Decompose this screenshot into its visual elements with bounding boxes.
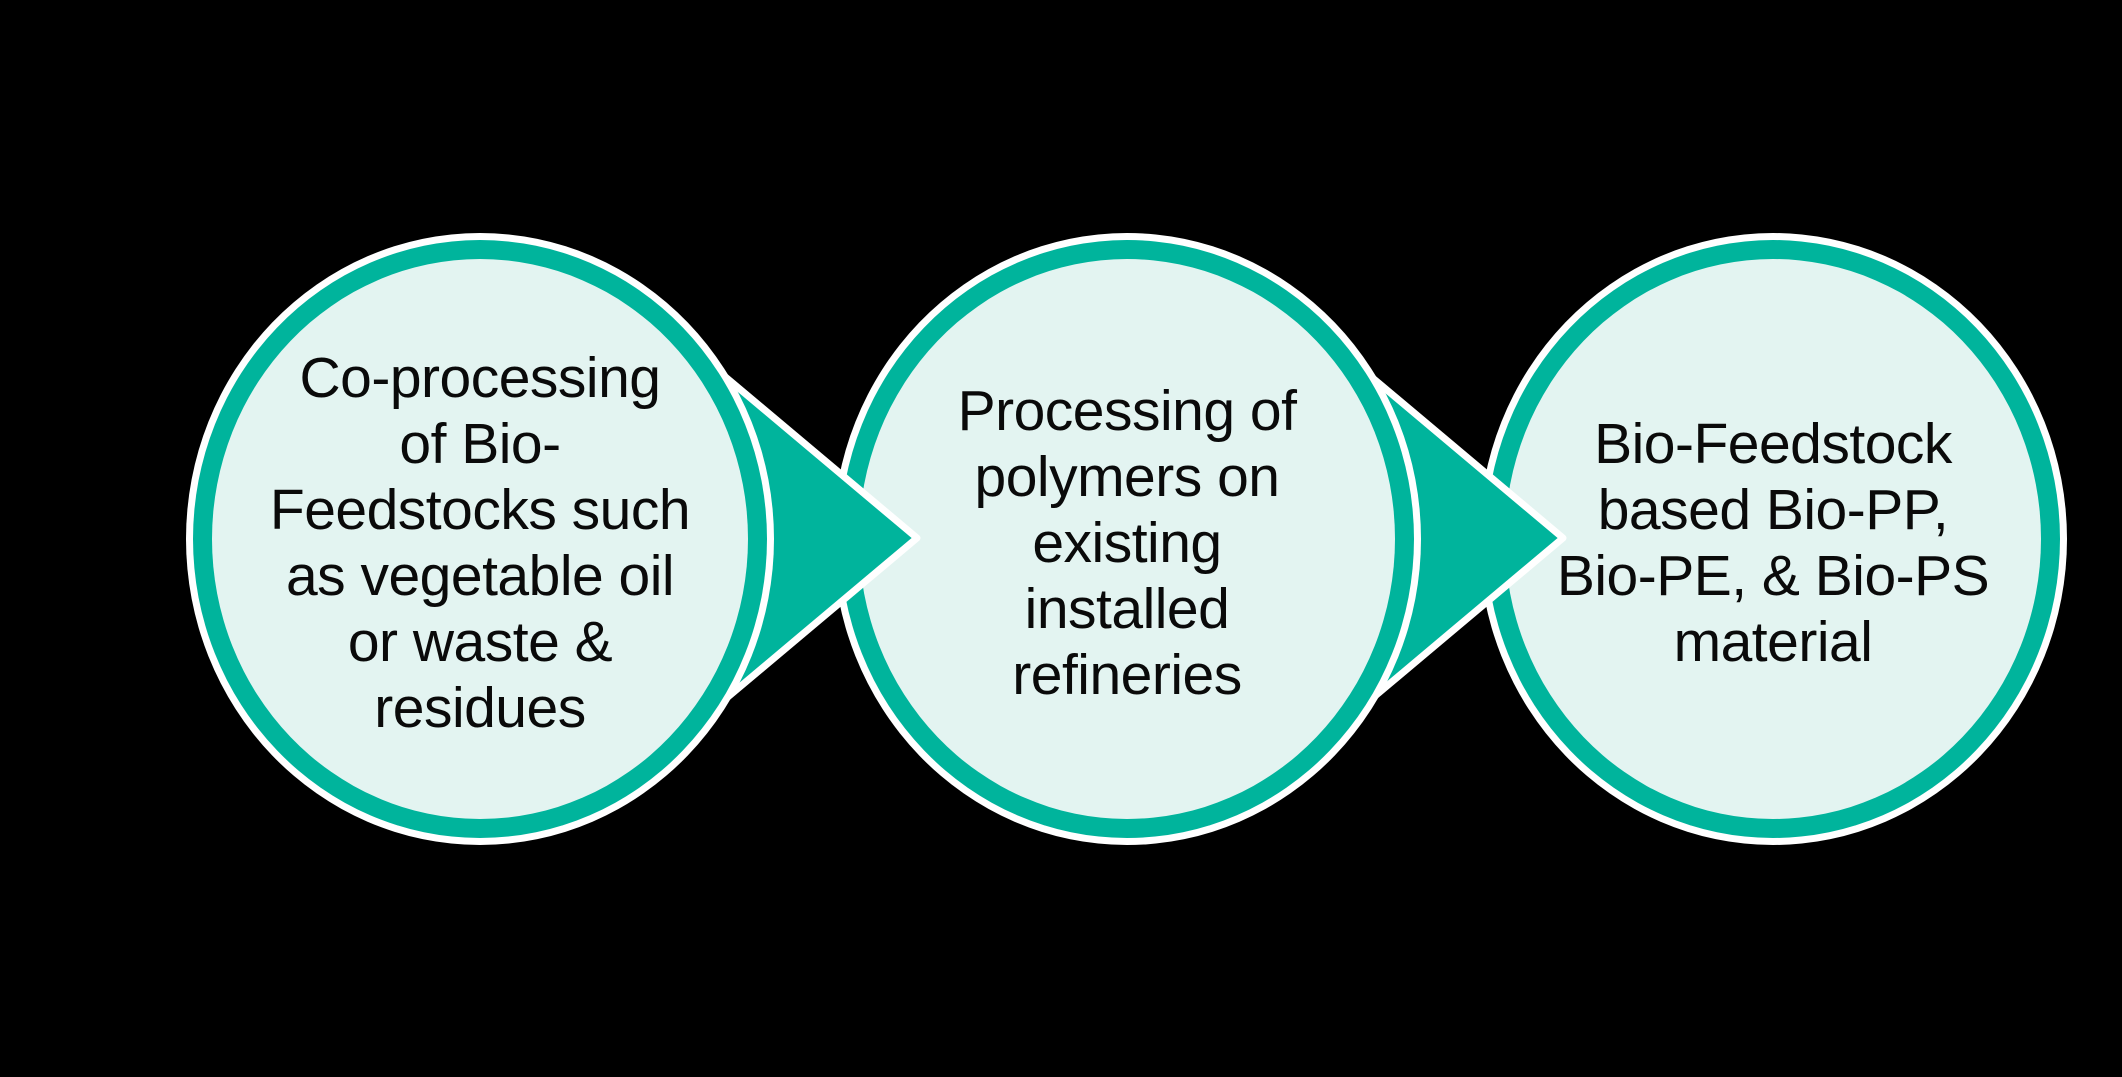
- step-3-circle: [1479, 233, 2067, 845]
- step-3-circle-fill: [1505, 259, 2041, 819]
- step-2-circle-fill: [859, 259, 1395, 819]
- step-1-circle-fill: [212, 259, 748, 819]
- step-1-circle: [186, 233, 774, 845]
